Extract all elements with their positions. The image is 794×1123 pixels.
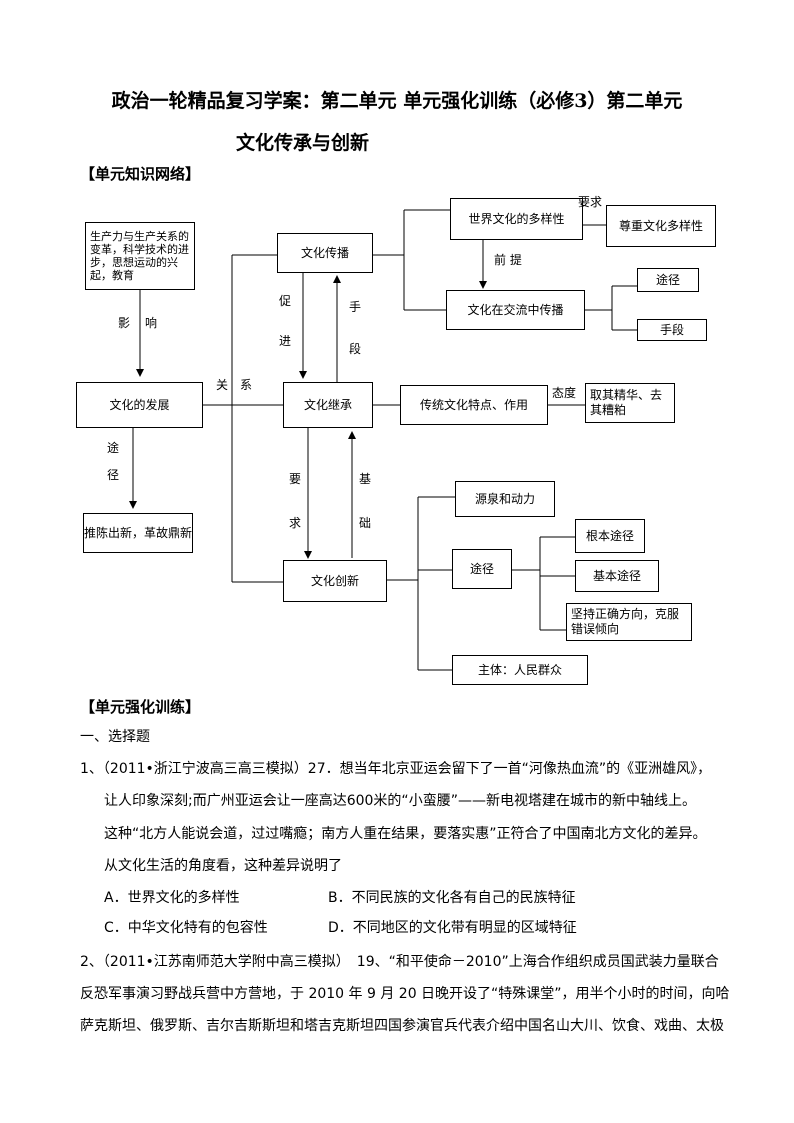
box-productivity-factors: 生产力与生产关系的变革，科学技术的进步，思想运动的兴起，教育: [85, 222, 195, 290]
box-basic-way: 基本途径: [575, 560, 659, 592]
box-spread-in-exchange: 文化在交流中传播: [446, 290, 585, 330]
q2-line1: 2、（2011•江苏南师范大学附中高三模拟） 19、“和平使命－2010”上海合…: [80, 954, 719, 970]
q1-option-d: D．不同地区的文化带有明显的区域特征: [328, 920, 577, 936]
box-subject-people: 主体：人民群众: [452, 655, 588, 685]
box-culture-inherit: 文化继承: [283, 382, 373, 428]
label-route-2: 径: [107, 468, 120, 482]
label-promote-2: 进: [279, 334, 292, 348]
box-spread-way: 途径: [637, 268, 699, 292]
box-culture-innovation: 文化创新: [283, 560, 387, 602]
box-respect-diversity: 尊重文化多样性: [606, 205, 716, 247]
part-heading: 一、选择题: [80, 729, 150, 745]
box-source-power: 源泉和动力: [455, 481, 555, 517]
section-knowledge-network: 【单元知识网络】: [80, 165, 201, 183]
label-require-1: 要: [289, 472, 302, 486]
q2-line2: 反恐军事演习野战兵营中方营地，于 2010 年 9 月 20 日晚开设了“特殊课…: [80, 986, 730, 1002]
box-world-diversity: 世界文化的多样性: [450, 198, 583, 240]
label-means-1: 手: [349, 300, 362, 314]
label-influence-2: 响: [145, 316, 158, 330]
label-relation-2: 系: [240, 378, 253, 392]
box-remove-old-bring-new: 推陈出新，革故鼎新: [83, 513, 193, 553]
document-title-line1: 政治一轮精品复习学案：第二单元 单元强化训练（必修3）第二单元: [111, 90, 683, 112]
label-means-2: 段: [349, 342, 362, 356]
q1-line1: 1、（2011•浙江宁波高三高三模拟）27．想当年北京亚运会留下了一首“河像热血…: [80, 761, 712, 777]
label-require-2: 求: [289, 516, 302, 530]
label-demand: 要求: [578, 195, 603, 209]
box-take-essence: 取其精华、去其糟粕: [585, 383, 675, 423]
q1-option-c: C．中华文化特有的包容性: [104, 920, 268, 936]
box-spread-means: 手段: [637, 319, 707, 341]
label-attitude: 态度: [552, 386, 577, 400]
document-title-line2: 文化传承与创新: [236, 132, 370, 154]
q1-line2: 让人印象深刻;而广州亚运会让一座高达600米的“小蛮腰”——新电视塔建在城市的新…: [104, 793, 696, 809]
q1-line4: 从文化生活的角度看，这种差异说明了: [104, 858, 342, 874]
box-culture-development: 文化的发展: [76, 382, 203, 428]
label-basis-1: 基: [359, 472, 372, 486]
q1-option-b: B．不同民族的文化各有自己的民族特征: [328, 890, 576, 906]
q2-line3: 萨克斯坦、俄罗斯、吉尔吉斯斯坦和塔吉克斯坦四国参演官兵代表介绍中国名山大川、饮食…: [80, 1018, 724, 1034]
box-innovation-way: 途径: [452, 549, 512, 589]
label-basis-2: 础: [359, 516, 372, 530]
label-promote-1: 促: [279, 294, 292, 308]
box-correct-direction: 坚持正确方向，克服错误倾向: [566, 603, 692, 641]
section-unit-training: 【单元强化训练】: [80, 698, 201, 716]
label-route-1: 途: [107, 441, 120, 455]
label-premise: 前 提: [494, 253, 522, 267]
box-root-way: 根本途径: [575, 519, 645, 553]
q1-line3: 这种“北方人能说会道，过过嘴瘾；南方人重在结果，要落实惠”正符合了中国南北方文化…: [104, 826, 707, 842]
box-traditional-culture: 传统文化特点、作用: [400, 385, 548, 425]
label-relation-1: 关: [216, 378, 229, 392]
box-culture-spread: 文化传播: [277, 233, 373, 273]
q1-option-a: A．世界文化的多样性: [104, 890, 240, 906]
label-influence-1: 影: [118, 316, 131, 330]
